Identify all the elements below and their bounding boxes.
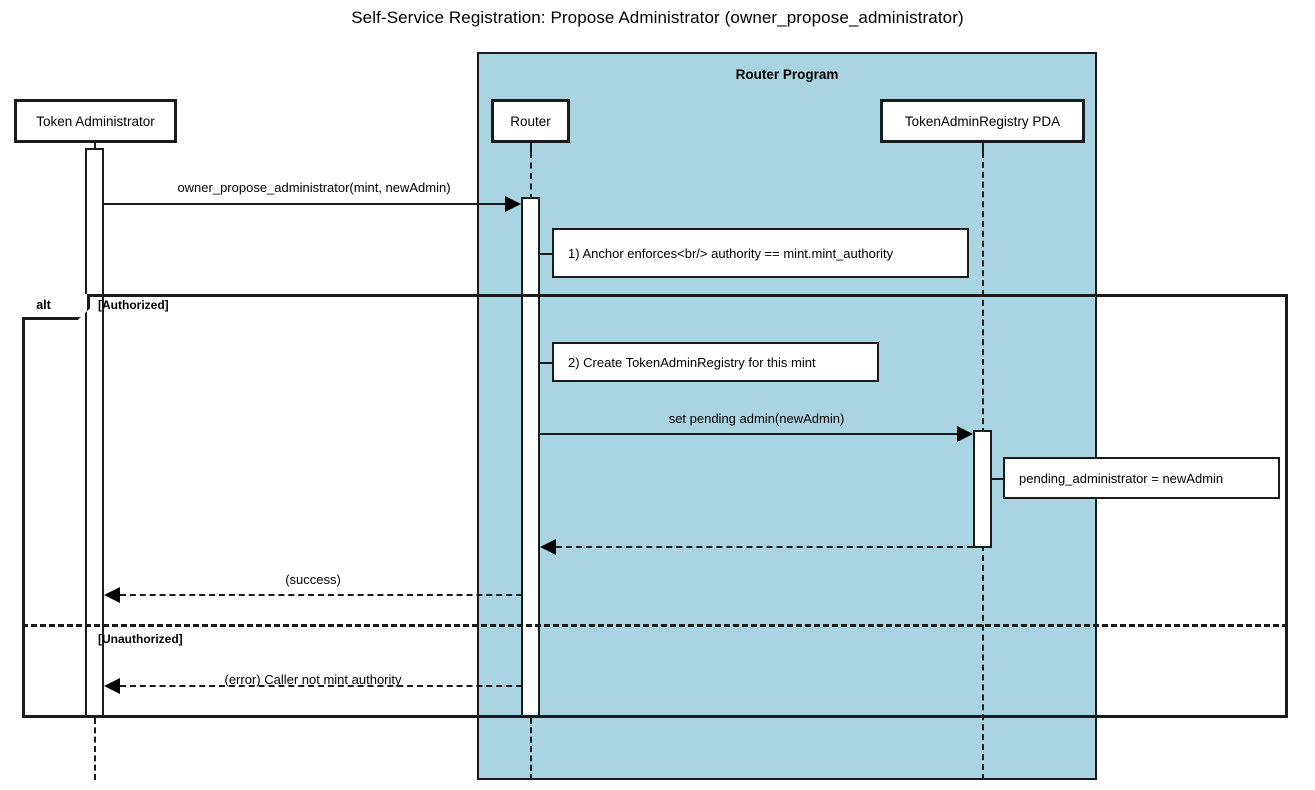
lifeline-pda-upper <box>982 143 984 155</box>
message-label-success: (success) <box>285 572 341 587</box>
alt-condition-unauthorized: [Unauthorized] <box>98 632 183 646</box>
participant-label-tokenadmin: Token Administrator <box>36 113 155 129</box>
message-line-4 <box>120 594 522 596</box>
message-line-5 <box>120 685 522 687</box>
note-pending-administrator: pending_administrator = newAdmin <box>1003 457 1280 499</box>
lifeline-router-upper <box>530 143 532 155</box>
message-label-set-pending-admin: set pending admin(newAdmin) <box>668 411 845 426</box>
lifeline-router-dashed-upper <box>530 152 532 200</box>
note-dogear-inner-1 <box>953 230 967 244</box>
alt-condition-authorized: [Authorized] <box>98 298 169 312</box>
message-arrowhead-1 <box>505 196 521 212</box>
alt-fragment-box <box>22 294 1288 718</box>
group-box-router-program: Router Program <box>477 52 1097 780</box>
message-line-2 <box>540 433 959 435</box>
note-create-tokenadminregistry: 2) Create TokenAdminRegistry for this mi… <box>552 342 879 382</box>
note-dogear-inner-2 <box>863 344 877 358</box>
note-text-1: 1) Anchor enforces<br/> authority == min… <box>568 245 894 261</box>
message-arrowhead-4 <box>104 587 120 603</box>
note-connector-3 <box>992 478 1006 480</box>
participant-token-administrator[interactable]: Token Administrator <box>14 99 177 143</box>
message-label-owner-propose-administrator: owner_propose_administrator(mint, newAdm… <box>177 180 451 195</box>
alt-fragment-operator-tab: alt <box>22 294 90 320</box>
message-label-error: (error) Caller not mint authority <box>224 672 402 687</box>
message-arrowhead-3 <box>540 539 556 555</box>
note-anchor-enforces: 1) Anchor enforces<br/> authority == min… <box>552 228 969 278</box>
participant-tokenadminregistry-pda[interactable]: TokenAdminRegistry PDA <box>880 99 1085 143</box>
participant-router[interactable]: Router <box>491 99 570 143</box>
lifeline-pda-dashed <box>982 152 984 434</box>
alt-fragment-divider <box>22 624 1288 627</box>
activation-bar-pda <box>973 430 992 548</box>
page-title: Self-Service Registration: Propose Admin… <box>351 8 964 27</box>
note-text-3: pending_administrator = newAdmin <box>1019 470 1224 486</box>
lifeline-router-lower <box>530 718 532 780</box>
message-arrowhead-2 <box>957 426 973 442</box>
group-label: Router Program <box>735 67 839 82</box>
lifeline-tokenadmin-lower <box>94 718 96 780</box>
note-connector-1 <box>540 253 554 255</box>
message-line-1 <box>104 203 511 205</box>
message-line-3 <box>556 546 973 548</box>
lifeline-pda-dashed-lower <box>982 545 984 780</box>
alt-operator-label: alt <box>36 297 51 312</box>
note-text-2: 2) Create TokenAdminRegistry for this mi… <box>568 354 816 370</box>
message-arrowhead-5 <box>104 678 120 694</box>
participant-label-router: Router <box>510 113 551 129</box>
note-connector-2 <box>540 362 554 364</box>
note-dogear-inner-3 <box>1264 459 1278 473</box>
participant-label-pda: TokenAdminRegistry PDA <box>904 113 1061 129</box>
